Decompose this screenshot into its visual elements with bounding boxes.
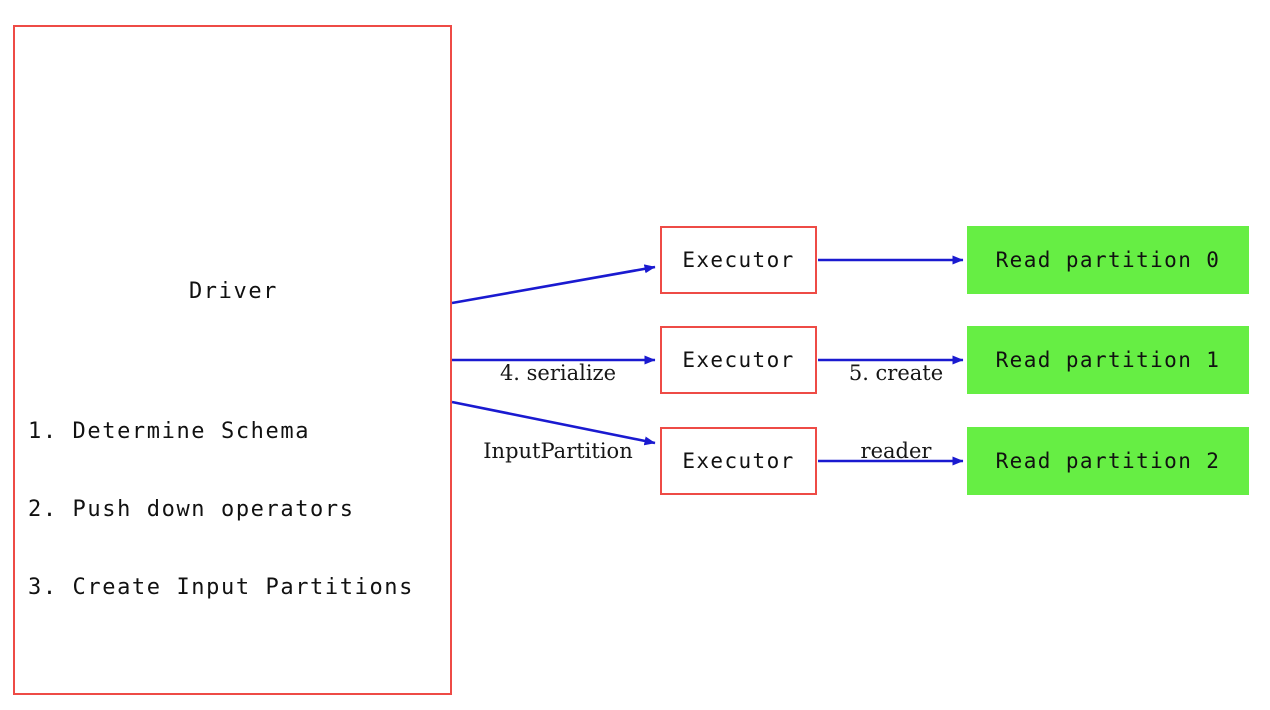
driver-title: Driver: [188, 279, 279, 304]
read-partition-label-0: Read partition 0: [995, 248, 1221, 272]
executor-label-2: Executor: [682, 449, 795, 473]
executor-box-2: Executor: [660, 427, 817, 495]
driver-step-list: 1. Determine Schema 2. Push down operato…: [28, 367, 414, 653]
read-partition-label-2: Read partition 2: [995, 449, 1221, 473]
edge-label-create-reader-line-2: reader: [860, 439, 932, 463]
executor-label-1: Executor: [682, 348, 795, 372]
driver-step-2: 2. Push down operators: [28, 497, 355, 522]
executor-box-1: Executor: [660, 326, 817, 394]
edge-label-create-reader-line-1: 5. create: [848, 361, 944, 385]
driver-step-1: 1. Determine Schema: [28, 419, 311, 444]
executor-box-0: Executor: [660, 226, 817, 294]
read-partition-box-0: Read partition 0: [967, 226, 1249, 294]
executor-label-0: Executor: [682, 248, 795, 272]
driver-step-3: 3. Create Input Partitions: [28, 575, 414, 600]
edge-label-serialize-line-1: 4. serialize: [499, 361, 617, 385]
edge-label-serialize-input-partition: 4. serialize InputPartition: [458, 308, 658, 516]
driver-box: Driver 1. Determine Schema 2. Push down …: [13, 25, 452, 695]
edge-label-serialize-line-2: InputPartition: [483, 439, 633, 463]
arrow-driver-to-executor-0: [451, 264, 656, 305]
edge-label-create-reader: 5. create reader: [826, 308, 966, 516]
read-partition-box-1: Read partition 1: [967, 326, 1249, 394]
read-partition-box-2: Read partition 2: [967, 427, 1249, 495]
read-partition-label-1: Read partition 1: [995, 348, 1221, 372]
